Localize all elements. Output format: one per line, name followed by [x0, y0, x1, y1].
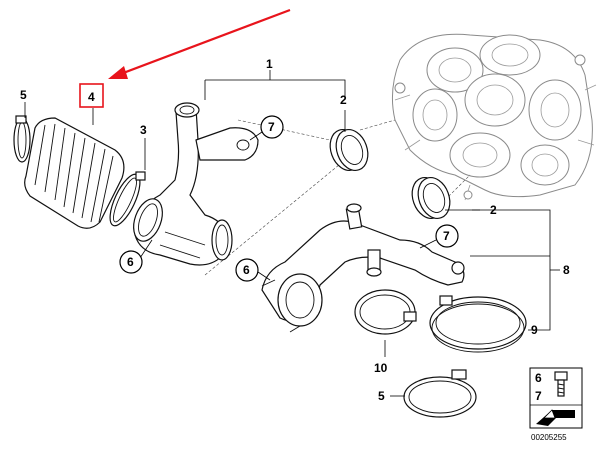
callout-labels: 1 2 2 3 4 5 5 8 9 10: [20, 57, 570, 403]
callout-5-bottom: 5: [378, 389, 385, 403]
callout-4: 4: [88, 90, 95, 104]
direction-arrow-icon: [536, 409, 575, 426]
callout-6-mid: 6: [243, 263, 250, 277]
callout-5-top: 5: [20, 88, 27, 102]
intake-pipe-part-1[interactable]: [128, 102, 259, 266]
sealing-ring-part-2-mid[interactable]: [407, 173, 456, 223]
legend-number-7: 7: [535, 389, 542, 403]
callout-9: 9: [531, 323, 538, 337]
callout-2-mid: 2: [490, 203, 497, 217]
callout-7-mid: 7: [443, 229, 450, 243]
intake-pipe-part-8[interactable]: [261, 203, 465, 333]
callout-7-top: 7: [268, 120, 275, 134]
circled-callouts: 6 7 6 7: [119, 115, 459, 282]
callout-6-left: 6: [127, 255, 134, 269]
hose-clamp-part-5-top[interactable]: [13, 115, 31, 163]
callout-1: 1: [266, 57, 273, 71]
hose-clamp-part-3[interactable]: [104, 170, 146, 229]
turbocharger-engine-illustration: [391, 33, 597, 201]
hose-clamp-part-10[interactable]: [354, 289, 417, 335]
callout-3: 3: [140, 123, 147, 137]
callout-8: 8: [563, 263, 570, 277]
hose-clamp-part-9[interactable]: [429, 295, 527, 353]
legend-number-6: 6: [535, 371, 542, 385]
document-number: 00205255: [531, 433, 567, 442]
callout-2-top: 2: [340, 93, 347, 107]
callout-10: 10: [374, 361, 388, 375]
bolt-icon: [554, 371, 568, 397]
intake-boot-part-4[interactable]: [24, 117, 125, 229]
part-4-highlight: [79, 8, 291, 108]
hose-clamp-part-5-bottom[interactable]: [403, 369, 477, 418]
leader-lines: [24, 70, 560, 397]
legend-box: 6 7 00205255: [529, 367, 583, 442]
sealing-ring-part-2-top[interactable]: [325, 125, 374, 175]
